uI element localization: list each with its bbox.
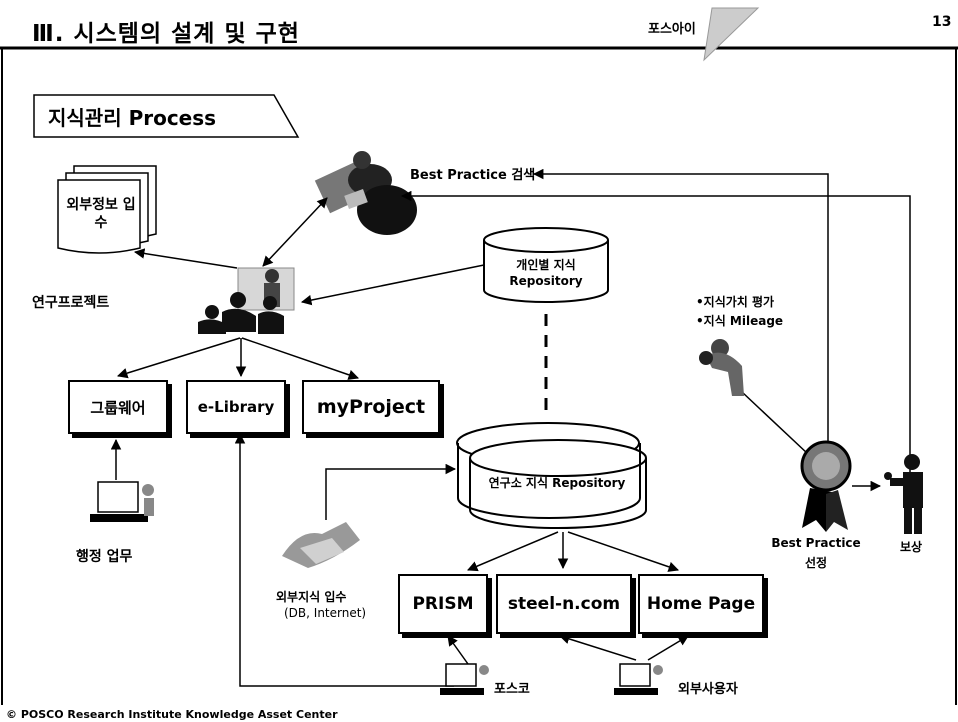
- groupware-box: 그룹웨어: [68, 380, 168, 434]
- reward-person-icon: [884, 454, 923, 534]
- evaluation-label-1: •지식가치 평가: [696, 295, 775, 309]
- posco-label: 포스코: [494, 682, 530, 697]
- award-ribbon-icon: [800, 440, 852, 532]
- external-knowledge-sub-label: (DB, Internet): [284, 606, 367, 620]
- myproject-box: myProject: [302, 380, 440, 434]
- homepage-box: Home Page: [638, 574, 764, 634]
- footer-copyright: © POSCO Research Institute Knowledge Ass…: [6, 708, 338, 721]
- external-info-label: 외부정보 입수: [66, 197, 136, 232]
- elibrary-box: e-Library: [186, 380, 286, 434]
- handshake-icon: [282, 522, 360, 568]
- external-user-computer-icon: [614, 663, 663, 695]
- best-practice-select-label-2: 선정: [804, 556, 828, 570]
- external-info-icon: [57, 165, 157, 254]
- prism-box: PRISM: [398, 574, 488, 634]
- admin-computer-icon: [90, 481, 154, 522]
- external-user-label: 외부사용자: [678, 682, 738, 697]
- admin-work-label: 행정 업무: [76, 549, 133, 565]
- best-practice-search-label: Best Practice 검색: [410, 168, 536, 183]
- project-meeting-icon: [198, 267, 295, 334]
- lab-repository-label: 연구소 지식 Repository: [488, 476, 626, 490]
- brand-swoosh: [703, 7, 760, 62]
- posco-computer-icon: [440, 663, 489, 695]
- evaluation-label-2: •지식 Mileage: [696, 314, 784, 328]
- reward-label: 보상: [900, 540, 923, 554]
- personal-repository-label: 개인별 지식 Repository: [509, 258, 583, 288]
- section-title: 지식관리 Process: [48, 106, 217, 130]
- steel-n-box: steel-n.com: [496, 574, 632, 634]
- section-title-tab: [33, 94, 300, 138]
- lab-repository-cylinder: [456, 422, 647, 529]
- page-number: 13: [932, 14, 952, 30]
- research-project-label: 연구프로젝트: [32, 295, 110, 311]
- search-person-icon: [314, 151, 417, 235]
- slide-title: Ⅲ. 시스템의 설계 및 구현: [32, 21, 300, 47]
- external-knowledge-label: 외부지식 입수: [276, 590, 347, 604]
- brand-name: 포스아이: [648, 22, 696, 37]
- personal-repository-cylinder: [483, 227, 609, 303]
- evaluator-icon: [699, 339, 744, 396]
- best-practice-select-label-1: Best Practice: [771, 536, 861, 550]
